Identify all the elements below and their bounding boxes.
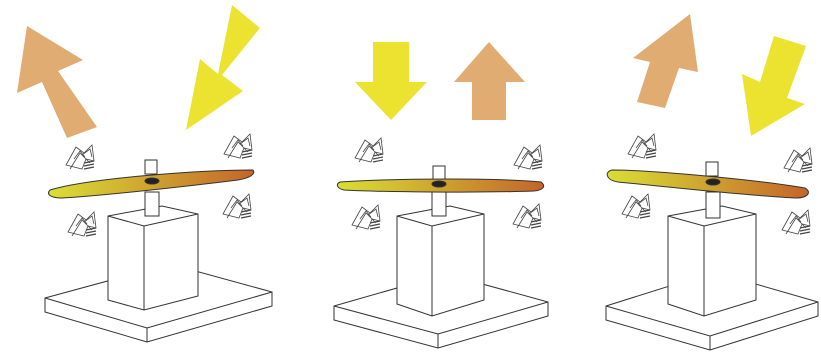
small-arrow-cluster-icon	[512, 203, 542, 229]
small-arrow-cluster-icon	[351, 204, 381, 230]
panel-tilted-left	[17, 5, 273, 343]
small-arrow-cluster-icon	[627, 133, 657, 159]
pedestal-block	[396, 205, 485, 317]
incoming-sunlight-arrow-icon	[355, 42, 427, 120]
pedestal-block	[667, 205, 757, 317]
panel-horizontal	[333, 42, 549, 349]
small-arrow-cluster-icon	[222, 193, 252, 219]
incoming-sunlight-arrow-icon	[186, 5, 260, 130]
shaft	[144, 159, 160, 217]
small-arrow-cluster-icon	[781, 209, 811, 235]
pedestal-block	[107, 205, 199, 311]
small-arrow-cluster-icon	[621, 193, 651, 219]
reflected-light-arrow-icon	[17, 26, 97, 138]
panel-tilted-right	[605, 14, 819, 351]
incoming-sunlight-arrow-icon	[742, 36, 806, 136]
reflected-light-arrow-icon	[454, 42, 525, 120]
small-arrow-cluster-icon	[513, 144, 543, 170]
shaft	[705, 161, 721, 219]
small-arrow-cluster-icon	[223, 133, 253, 159]
small-arrow-cluster-icon	[354, 137, 384, 163]
reflected-light-arrow-icon	[633, 14, 698, 108]
small-arrow-cluster-icon	[67, 211, 97, 237]
small-arrow-cluster-icon	[65, 144, 95, 170]
small-arrow-cluster-icon	[783, 147, 813, 173]
